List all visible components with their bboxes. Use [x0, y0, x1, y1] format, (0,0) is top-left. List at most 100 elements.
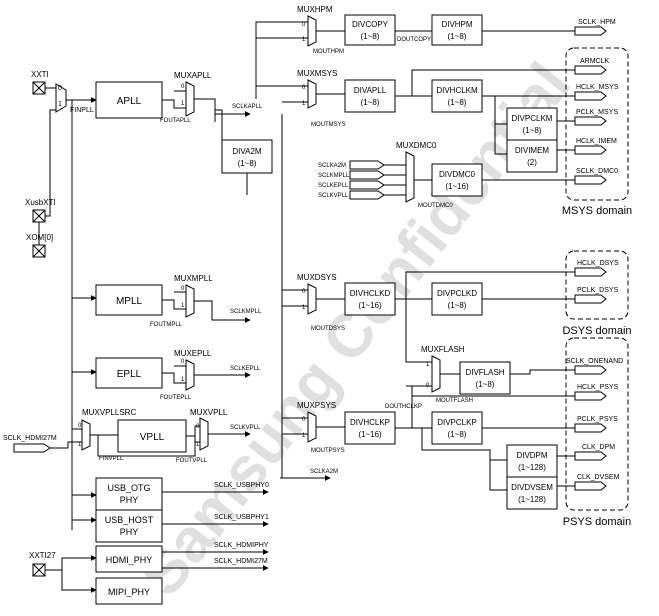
mux-flash	[431, 355, 441, 393]
mux-hpm	[307, 15, 317, 47]
mout-dmc0-label: MOUTDMC0	[418, 203, 453, 209]
svg-text:1: 1	[196, 442, 200, 448]
hdmi-phy-block	[95, 545, 163, 573]
div-a2m-label: DIVA2M	[232, 147, 262, 156]
apll-block	[95, 81, 163, 119]
psys-out-sclk-onenand: SCLK_ONENAND	[566, 358, 623, 365]
vpll-block	[117, 419, 187, 453]
mux-input-1: 1	[58, 101, 62, 108]
psys-out-hclk-psys: HCLK_PSYS	[577, 384, 619, 391]
div-pclkp-range: (1~8)	[448, 430, 467, 439]
div-dpm-label: DIVDPM	[516, 451, 547, 460]
dmc-sclk-vpll: SCLKVPLL	[318, 193, 349, 199]
vpll-label: VPLL	[140, 432, 165, 443]
div-flash-label: DIVFLASH	[465, 368, 504, 377]
div-imem-block	[506, 139, 558, 173]
mout-hpm-label: MOUTHPM	[313, 49, 344, 55]
div-hclkp-range: (1~16)	[358, 430, 382, 439]
mux-mpll-label: MUXMPLL	[174, 274, 213, 283]
div-pclkm-range: (1~8)	[523, 126, 542, 135]
div-imem-range: (2)	[527, 158, 537, 167]
mux-msys	[307, 79, 317, 109]
sclk-usbphy1-label: SCLK_USBPHY1	[214, 514, 269, 521]
sclk-usbphy0-label: SCLK_USBPHY0	[214, 482, 269, 489]
div-copy-range: (1~8)	[361, 32, 380, 41]
mux-apll-in1: 1	[181, 101, 185, 107]
dout-hclkp-label: DOUTHCLKP	[385, 404, 422, 410]
psys-output-ports	[574, 365, 607, 491]
psys-out-clk-dpm: CLK_DPM	[582, 444, 615, 451]
div-hpm-label: DIVHPM	[441, 20, 472, 29]
sclk-hdmiphy-label: SCLK_HDMIPHY	[214, 542, 269, 549]
svg-text:0: 0	[196, 424, 200, 430]
div-pclkp-label: DIVPCLKP	[437, 418, 477, 427]
div-hclkm-range: (1~8)	[448, 98, 467, 107]
msys-out-hclk-msys: HCLK_MSYS	[576, 84, 619, 91]
mux-apll	[185, 81, 195, 117]
div-hclkm-block	[431, 79, 483, 113]
msys-output-ports	[574, 65, 607, 185]
div-pclkp-block	[431, 411, 483, 445]
div-flash-block	[459, 361, 511, 395]
div-hclkd-range: (1~16)	[358, 301, 382, 310]
dsys-domain-box	[565, 250, 629, 320]
sclk-a2m-label: SCLKA2M	[310, 469, 338, 475]
svg-text:0: 0	[181, 286, 185, 292]
div-flash-range: (1~8)	[476, 380, 495, 389]
xxti27-label: XXTI27	[29, 551, 56, 560]
usb-host-phy-label-1: USB_HOST	[105, 515, 154, 525]
usb-host-phy-block	[95, 509, 163, 543]
mux-mpll	[185, 284, 195, 318]
fout-vpll-label: FOUTVPLL	[176, 458, 208, 464]
mout-msys-label: MOUTMSYS	[311, 122, 346, 128]
sclk-vpll-label: SCLKVPLL	[230, 425, 261, 431]
div-a2m-range: (1~8)	[238, 159, 257, 168]
div-apll-label: DIVAPLL	[354, 86, 387, 95]
svg-text:1: 1	[181, 303, 185, 309]
dout-copy-label: DOUTCOPY	[397, 37, 431, 43]
dsys-output-ports	[574, 267, 607, 304]
div-hpm-block	[431, 14, 483, 46]
dsys-out-hclk-dsys: HCLK_DSYS	[577, 260, 619, 267]
usb-otg-phy-label-1: USB_OTG	[107, 483, 150, 493]
div-copy-label: DIVCOPY	[352, 20, 389, 29]
fout-mpll-label: FOUTMPLL	[150, 322, 183, 328]
psys-domain-box	[565, 337, 629, 511]
psys-out-clk-dvsem: CLK_DVSEM	[577, 474, 620, 481]
div-dvsem-label: DIVDVSEM	[511, 483, 553, 492]
mux-epll-label: MUXEPLL	[174, 349, 212, 358]
mux-hpm-label: MUXHPM	[297, 5, 333, 14]
mux-flash-in1: 1	[426, 362, 430, 368]
mux-dmc0-label: MUXDMC0	[396, 141, 437, 150]
div-hclkm-label: DIVHCLKM	[436, 86, 478, 95]
xom-label: XOM[0]	[26, 233, 53, 242]
dsys-out-pclk-dsys: PCLK_DSYS	[577, 287, 619, 294]
div-hclkd-block	[344, 282, 396, 316]
epll-label: EPLL	[117, 369, 142, 380]
usb-otg-phy-block	[95, 477, 163, 511]
svg-text:0: 0	[78, 423, 82, 429]
fout-apll-label: FOUTAPLL	[160, 118, 191, 124]
msys-out-pclk-msys: PCLK_MSYS	[576, 109, 618, 116]
div-hclkp-label: DIVHCLKP	[350, 418, 390, 427]
dmc-sclk-epll: SCLKEPLL	[318, 183, 349, 189]
xom-pad	[32, 244, 46, 258]
mux-vpllsrc	[81, 419, 91, 451]
mout-dsys-label: MOUTDSYS	[311, 326, 345, 332]
mux-vpll	[199, 417, 209, 451]
div-dvsem-block	[506, 476, 558, 510]
div-a2m-block	[221, 139, 273, 174]
sclk-hdmi27m-input-port	[13, 443, 51, 453]
mux-vpllsrc-label: MUXVPLLSRC	[82, 408, 136, 417]
sclk-hdmi27m-label: SCLK_HDMI27M	[214, 558, 268, 565]
div-pclkd-range: (1~8)	[448, 301, 467, 310]
sclk-apll-label: SCLKAPLL	[232, 104, 263, 110]
div-hclkd-label: DIVHCLKD	[350, 289, 391, 298]
div-apll-range: (1~8)	[361, 98, 380, 107]
apll-label: APLL	[117, 96, 142, 107]
fout-epll-label: FOUTEPLL	[160, 395, 192, 401]
sclk-hdmi27m-input-label: SCLK_HDMI27M	[3, 435, 57, 442]
xusbxti-pad	[32, 209, 46, 223]
mux-dsys-label: MUXDSYS	[297, 273, 337, 282]
mux-flash-label: MUXFLASH	[421, 345, 465, 354]
